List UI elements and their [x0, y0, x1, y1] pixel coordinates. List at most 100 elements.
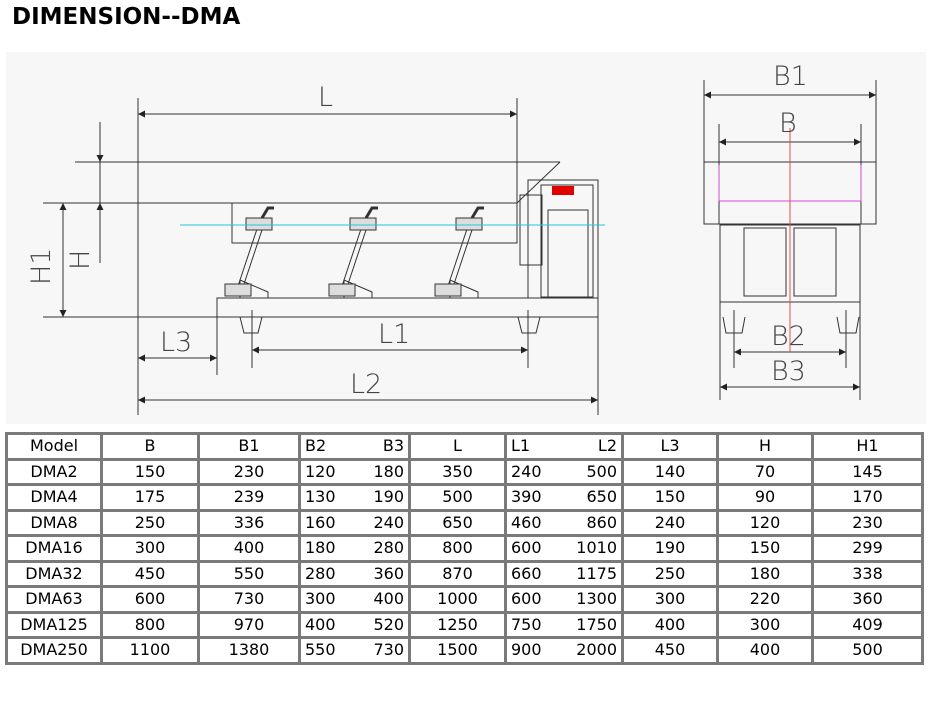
cell-b: 150 — [100, 457, 200, 486]
cell-l3: 400 — [621, 610, 719, 639]
cell-model: DMA2 — [5, 457, 103, 486]
header-h1: H1 — [811, 432, 924, 461]
cell-h: 400 — [716, 636, 814, 665]
dimension-drawing: L L1 L2 L3 H1 H B1 B B2 B3 — [26, 61, 877, 415]
cell-h: 300 — [716, 610, 814, 639]
cell-model: DMA8 — [5, 508, 103, 537]
label-B2: B2 — [771, 321, 806, 352]
cell-b: 600 — [100, 585, 200, 614]
label-L1: L1 — [378, 319, 410, 350]
label-B: B — [779, 108, 797, 139]
cell-b3: 180 — [373, 461, 404, 481]
cell-l2: 650 — [586, 487, 617, 507]
motor-right — [793, 227, 837, 297]
cell-l: 1000 — [408, 585, 507, 614]
cell-l3: 150 — [621, 483, 719, 512]
header-b: B — [100, 432, 200, 461]
cell-h1: 230 — [811, 508, 924, 537]
cell-b3: 520 — [373, 614, 404, 634]
cell-b2-b3: 400 520 — [298, 610, 411, 639]
cell-b: 250 — [100, 508, 200, 537]
cell-b2-b3: 300 400 — [298, 585, 411, 614]
header-l: L — [408, 432, 507, 461]
cell-l1: 660 — [511, 563, 542, 583]
cell-model: DMA63 — [5, 585, 103, 614]
cell-b1: 336 — [197, 508, 301, 537]
foot-left — [239, 316, 263, 334]
cell-l3: 250 — [621, 559, 719, 588]
page-title: DIMENSION--DMA — [12, 4, 241, 30]
cell-b2: 180 — [305, 538, 336, 558]
cell-l: 500 — [408, 483, 507, 512]
end-foot-right — [836, 316, 860, 334]
cell-l2: 860 — [586, 512, 617, 532]
cell-b: 800 — [100, 610, 200, 639]
header-l2: L2 — [597, 436, 617, 456]
drive-unit — [519, 179, 599, 299]
cell-b2: 300 — [305, 589, 336, 609]
cell-b2: 280 — [305, 563, 336, 583]
header-model: Model — [5, 432, 103, 461]
cell-l2: 1010 — [576, 538, 617, 558]
cell-l1: 600 — [511, 538, 542, 558]
cell-b1: 730 — [197, 585, 301, 614]
cell-l: 870 — [408, 559, 507, 588]
cell-l2: 1300 — [576, 589, 617, 609]
trough-outline — [232, 161, 561, 204]
cell-b3: 190 — [373, 487, 404, 507]
cell-l3: 450 — [621, 636, 719, 665]
label-L2: L2 — [350, 369, 382, 400]
cell-h: 150 — [716, 534, 814, 563]
cell-h1: 145 — [811, 457, 924, 486]
header-h: H — [716, 432, 814, 461]
header-b3: B3 — [382, 436, 404, 456]
motor-left — [743, 227, 787, 297]
header-l3: L3 — [621, 432, 719, 461]
cell-b2: 400 — [305, 614, 336, 634]
spring-support-3 — [434, 206, 484, 298]
cell-model: DMA16 — [5, 534, 103, 563]
cell-b3: 730 — [373, 640, 404, 660]
cell-h1: 338 — [811, 559, 924, 588]
label-B3: B3 — [771, 356, 806, 387]
cell-l1: 240 — [511, 461, 542, 481]
cell-l3: 300 — [621, 585, 719, 614]
cell-b3: 400 — [373, 589, 404, 609]
cell-model: DMA4 — [5, 483, 103, 512]
cell-l1: 600 — [511, 589, 542, 609]
cell-h1: 500 — [811, 636, 924, 665]
cell-l2: 1750 — [576, 614, 617, 634]
header-b2: B2 — [305, 436, 327, 456]
header-b2-b3: B2 B3 — [298, 432, 411, 461]
cell-model: DMA250 — [5, 636, 103, 665]
cell-b3: 240 — [373, 512, 404, 532]
cell-b1: 400 — [197, 534, 301, 563]
cell-l3: 190 — [621, 534, 719, 563]
cell-h: 120 — [716, 508, 814, 537]
cell-l2: 2000 — [576, 640, 617, 660]
cell-h1: 409 — [811, 610, 924, 639]
label-B1: B1 — [773, 61, 808, 92]
label-L: L — [318, 82, 333, 113]
